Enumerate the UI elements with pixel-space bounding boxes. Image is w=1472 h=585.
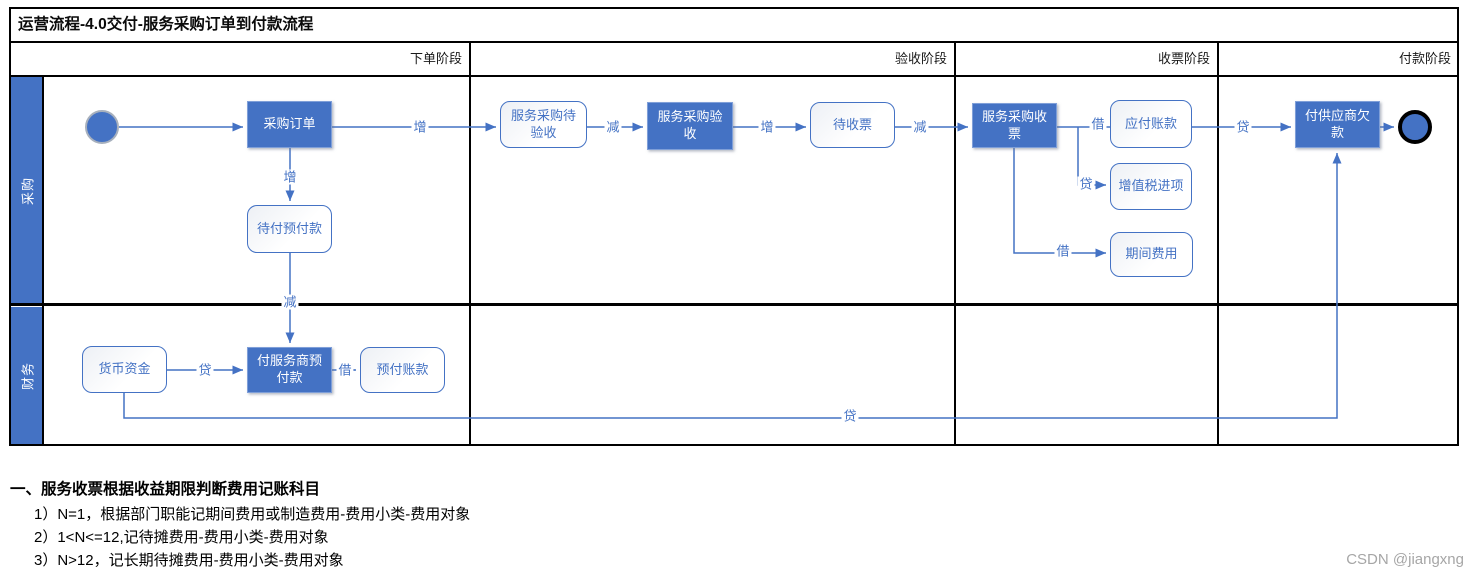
node-service-pending-acceptance: 服务采购待验收	[500, 101, 587, 148]
lane-strip-finance	[11, 307, 42, 444]
node-pay-service-provider-prepayment: 付服务商预付款	[247, 347, 332, 393]
start-event-circle	[85, 110, 119, 144]
edge-label-credit-4: 贷	[841, 408, 859, 424]
node-accounts-payable: 应付账款	[1110, 100, 1192, 148]
note-item-3: 3）N>12，记长期待摊费用-费用小类-费用对象	[34, 552, 344, 569]
page-title: 运营流程-4.0交付-服务采购订单到付款流程	[18, 16, 314, 33]
edge-label-credit-2: 贷	[1234, 119, 1252, 135]
node-monetary-funds: 货币资金	[82, 346, 167, 393]
node-service-acceptance: 服务采购验收	[647, 102, 733, 150]
node-purchase-order: 采购订单	[247, 101, 332, 148]
lane-label-finance: 财务	[20, 361, 36, 391]
lane-divider-line	[9, 303, 1459, 306]
lane-label-procurement: 采购	[20, 176, 36, 206]
end-event-circle	[1398, 110, 1432, 144]
title-divider-line	[9, 41, 1459, 43]
edge-label-increase-2: 增	[281, 169, 299, 185]
edge-label-credit-3: 贷	[196, 362, 214, 378]
lane-strip-procurement	[11, 77, 42, 303]
csdn-watermark: CSDN @jiangxng	[1346, 551, 1464, 568]
edge-label-credit-1: 贷	[1077, 176, 1095, 192]
edge-label-debit-1: 借	[1089, 116, 1107, 132]
node-vat-input: 增值税进项	[1110, 163, 1192, 210]
edge-label-debit-2: 借	[1054, 243, 1072, 259]
node-pending-prepayment: 待付预付款	[247, 205, 332, 253]
phase-header-payment: 付款阶段	[1398, 51, 1451, 66]
phase-header-invoice: 收票阶段	[1157, 51, 1210, 66]
phase-header-acceptance: 验收阶段	[894, 51, 947, 66]
phase-header-order: 下单阶段	[409, 51, 462, 66]
note-item-1: 1）N=1，根据部门职能记期间费用或制造费用-费用小类-费用对象	[34, 506, 471, 523]
lane-strip-border-line	[42, 75, 44, 446]
edge-label-decrease-2: 减	[604, 119, 622, 135]
edge-label-decrease-3: 减	[911, 119, 929, 135]
node-pay-supplier-debt: 付供应商欠款	[1295, 101, 1380, 148]
column-line-1	[469, 42, 471, 446]
edge-label-increase-1: 增	[411, 119, 429, 135]
header-divider-line	[9, 75, 1459, 77]
notes-heading: 一、服务收票根据收益期限判断费用记账科目	[10, 481, 321, 498]
node-service-invoice: 服务采购收票	[972, 103, 1057, 148]
node-pending-invoice: 待收票	[810, 102, 895, 148]
node-period-expense: 期间费用	[1110, 232, 1193, 277]
note-item-2: 2）1<N<=12,记待摊费用-费用小类-费用对象	[34, 529, 329, 546]
edge-label-debit-3: 借	[336, 362, 354, 378]
edge-label-decrease-1: 减	[281, 294, 299, 310]
column-line-2	[954, 42, 956, 446]
node-prepaid-accounts: 预付账款	[360, 347, 445, 393]
column-line-3	[1217, 42, 1219, 446]
edge-label-increase-3: 增	[758, 119, 776, 135]
